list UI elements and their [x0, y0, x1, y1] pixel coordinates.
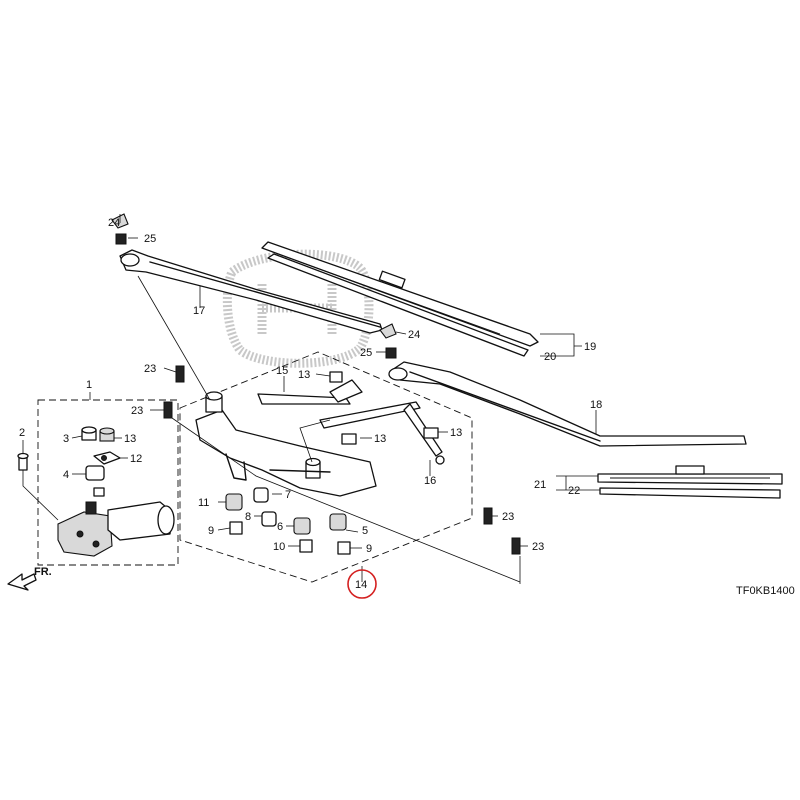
bushing-11: [225, 493, 243, 511]
callout-23-c: 23: [502, 511, 514, 523]
motor-assembly-boundary: [37, 399, 179, 566]
callout-19: 19: [584, 341, 596, 353]
highlight-circle-14: [347, 569, 377, 599]
callout-24-upper: 24: [108, 217, 120, 229]
bolt-23-d: [511, 537, 521, 555]
callout-18: 18: [590, 399, 602, 411]
front-direction-arrow: FR.: [7, 566, 52, 591]
callout-5: 5: [362, 525, 368, 537]
callout-25-upper: 25: [144, 233, 156, 245]
callout-9-right: 9: [366, 543, 372, 555]
collar-10: [299, 539, 313, 553]
bracket-12: [93, 451, 121, 465]
linkage-assembly-boundary: [179, 351, 473, 583]
bushing-13-mid: [341, 433, 357, 445]
bushing-13-top: [329, 371, 343, 383]
bushing-6: [293, 517, 311, 535]
wiper-blade-lower: [597, 465, 783, 499]
fastener-bushing-13-motor: [99, 427, 115, 442]
callout-10: 10: [273, 541, 285, 553]
callout-3: 3: [63, 433, 69, 445]
callout-13-mid: 13: [374, 433, 386, 445]
callout-14: 14: [355, 579, 367, 591]
bushing-7: [253, 487, 269, 503]
callouts: 1 2 3 4 5 6 7 8 9 9 10 11 12 13 13 13 13…: [19, 217, 602, 591]
callout-21: 21: [534, 479, 546, 491]
callout-4: 4: [63, 469, 69, 481]
callout-13-right: 13: [450, 427, 462, 439]
fastener-nut-3: [81, 426, 97, 441]
wiper-arm-right: [388, 361, 747, 447]
bolt-23-a: [175, 365, 185, 383]
nut-25-upper: [115, 233, 127, 245]
callout-6: 6: [277, 521, 283, 533]
callout-20: 20: [544, 351, 556, 363]
callout-7: 7: [285, 489, 291, 501]
callout-22: 22: [568, 485, 580, 497]
bushing-8: [261, 511, 277, 527]
wiper-blade-upper: [261, 241, 539, 357]
bushing-5: [329, 513, 347, 531]
callout-24-lower: 24: [408, 329, 420, 341]
callout-1: 1: [86, 379, 92, 391]
cap-24-lower: [379, 323, 397, 339]
bolt-23-b: [163, 401, 173, 419]
callout-13-top: 13: [298, 369, 310, 381]
bushing-4: [85, 465, 105, 481]
callout-25-lower: 25: [360, 347, 372, 359]
diagram-code: TF0KB1400: [736, 585, 795, 597]
bushing-13-right: [423, 427, 439, 439]
callout-17: 17: [193, 305, 205, 317]
leader-lines: [22, 214, 600, 584]
callout-12: 12: [130, 453, 142, 465]
direction-label: FR.: [34, 566, 52, 578]
bolt-23-c: [483, 507, 493, 525]
nut-25-lower: [385, 347, 397, 359]
callout-15: 15: [276, 365, 288, 377]
callout-13-motor: 13: [124, 433, 136, 445]
callout-8: 8: [245, 511, 251, 523]
wiper-motor: [57, 501, 175, 557]
callout-16: 16: [424, 475, 436, 487]
collar-9-left: [229, 521, 243, 535]
callout-11: 11: [198, 497, 209, 509]
bolt-2: [17, 452, 29, 471]
cap-small: [93, 487, 105, 497]
wiper-linkage: [195, 379, 445, 497]
callout-23-b: 23: [131, 405, 143, 417]
callout-23-a: 23: [144, 363, 156, 375]
collar-9-right: [337, 541, 351, 555]
callout-2: 2: [19, 427, 25, 439]
callout-23-d: 23: [532, 541, 544, 553]
callout-9-left: 9: [208, 525, 214, 537]
